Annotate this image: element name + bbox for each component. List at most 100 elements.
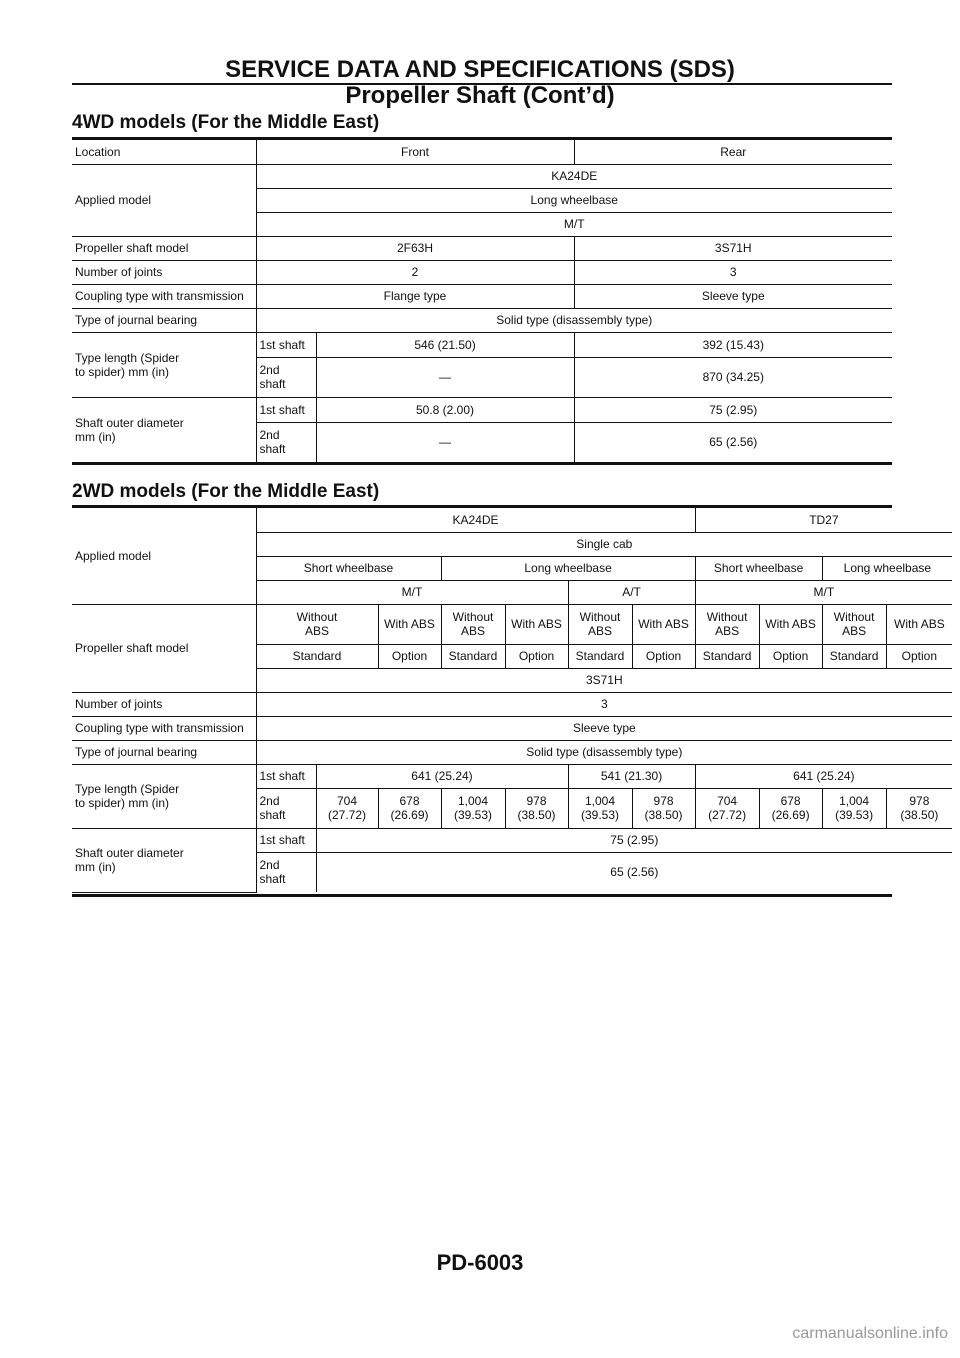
section-title-4wd: 4WD models (For the Middle East) bbox=[72, 112, 380, 133]
table-cell: KA24DE bbox=[255, 508, 696, 533]
cell-line: (38.50) bbox=[900, 808, 939, 822]
table-row: Shaft outer diameter mm (in) 1st shaft 7… bbox=[72, 827, 953, 893]
page-code: PD-6003 bbox=[436, 1250, 524, 1275]
table-cell: Standard bbox=[821, 643, 887, 669]
section-rule-2wd-bottom bbox=[72, 894, 892, 897]
row-label: Coupling type with transmission bbox=[72, 283, 256, 309]
cell-line: Without bbox=[296, 610, 338, 624]
cell-line: 1,004 bbox=[457, 794, 489, 808]
page-header-subtitle: Propeller Shaft (Cont’d) bbox=[345, 82, 615, 109]
row-label: Location bbox=[72, 140, 256, 165]
cell-line: ABS bbox=[842, 624, 867, 638]
table-cell: 2 bbox=[255, 259, 575, 285]
table-cell: 392 (15.43) bbox=[573, 331, 893, 358]
cell-line: 678 bbox=[399, 794, 420, 808]
table-row: Number of joints 2 3 bbox=[72, 259, 893, 285]
table-cell: KA24DE bbox=[255, 163, 893, 189]
sub-label: 1st shaft bbox=[255, 827, 316, 853]
table-cell: 978(38.50) bbox=[885, 787, 953, 829]
spec-table-2wd: Applied model KA24DE TD27 Single cab Sho… bbox=[72, 508, 953, 893]
table-cell: 978(38.50) bbox=[631, 787, 696, 829]
table-row: Type of journal bearing Solid type (disa… bbox=[72, 307, 893, 333]
row-label: Propeller shaft model bbox=[72, 603, 256, 693]
table-row: Number of joints 3 bbox=[72, 691, 953, 717]
table-cell: 1,004(39.53) bbox=[821, 787, 887, 829]
table-row: 2nd shaft 65 (2.56) bbox=[72, 851, 953, 892]
table-cell: 65 (2.56) bbox=[573, 421, 893, 462]
table-cell: Short wheelbase bbox=[255, 555, 441, 581]
table-cell: 75 (2.95) bbox=[315, 827, 953, 853]
cell-line: (38.50) bbox=[644, 808, 683, 822]
table-cell: A/T bbox=[567, 579, 696, 605]
cell-line: ABS bbox=[460, 624, 485, 638]
row-label: Coupling type with transmission bbox=[72, 715, 256, 741]
table-cell: 978(38.50) bbox=[504, 787, 568, 829]
sub-label: 2nd shaft bbox=[255, 787, 316, 829]
label-line: Type length (Spider bbox=[75, 350, 180, 365]
table-row: Type of journal bearing Solid type (disa… bbox=[72, 739, 953, 765]
table-cell: 3S71H bbox=[255, 667, 953, 693]
cell-line: (38.50) bbox=[517, 808, 556, 822]
section-rule-4wd-bottom bbox=[72, 462, 892, 465]
cell-line: Without bbox=[579, 610, 621, 624]
cell-line: 1,004 bbox=[584, 794, 616, 808]
cell-line: Without bbox=[706, 610, 748, 624]
cell-line: Without bbox=[452, 610, 494, 624]
sub-label: 2nd shaft bbox=[255, 421, 316, 462]
label-line: 2nd bbox=[259, 363, 280, 377]
table-cell: Option bbox=[758, 643, 823, 669]
page-header-title: SERVICE DATA AND SPECIFICATIONS (SDS) bbox=[225, 56, 735, 83]
table-cell: Sleeve type bbox=[255, 715, 953, 741]
table-cell: 546 (21.50) bbox=[315, 331, 575, 358]
table-row: Type length (Spider to spider) mm (in) 1… bbox=[72, 763, 953, 829]
table-cell: 65 (2.56) bbox=[315, 851, 953, 892]
table-row: 3S71H bbox=[72, 667, 953, 693]
table-cell: 1,004(39.53) bbox=[440, 787, 505, 829]
label-line: shaft bbox=[259, 442, 286, 457]
table-cell: 641 (25.24) bbox=[315, 763, 568, 789]
sub-label: 1st shaft bbox=[255, 396, 316, 423]
label-line: shaft bbox=[259, 872, 286, 887]
label-line: Shaft outer diameter bbox=[75, 415, 184, 430]
table-cell: Solid type (disassembly type) bbox=[255, 307, 893, 333]
table-cell: 641 (25.24) bbox=[694, 763, 953, 789]
table-row: Coupling type with transmission Sleeve t… bbox=[72, 715, 953, 741]
table-cell: With ABS bbox=[504, 603, 568, 645]
table-cell: With ABS bbox=[377, 603, 441, 645]
table-row: Shaft outer diameter mm (in) 1st shaft 5… bbox=[72, 396, 893, 463]
row-label: Shaft outer diameter mm (in) bbox=[72, 396, 256, 463]
table-cell: Option bbox=[885, 643, 953, 669]
table-cell: Option bbox=[377, 643, 441, 669]
table-cell: 3 bbox=[573, 259, 893, 285]
table-cell: With ABS bbox=[631, 603, 696, 645]
table-row: Applied model KA24DE bbox=[72, 163, 893, 237]
label-line: mm (in) bbox=[75, 429, 116, 444]
cell-line: (27.72) bbox=[708, 808, 747, 822]
cell-line: 1,004 bbox=[839, 794, 870, 808]
label-line: 2nd bbox=[259, 794, 280, 808]
cell-line: 978 bbox=[653, 794, 674, 808]
table-row: Location Front Rear bbox=[72, 140, 893, 165]
table-cell: Sleeve type bbox=[573, 283, 893, 309]
cell-line: (26.69) bbox=[390, 808, 429, 822]
label-line: 2nd bbox=[259, 858, 280, 873]
table-row: Standard Option Standard Option Standard… bbox=[72, 643, 953, 669]
cell-line: Without bbox=[833, 610, 875, 624]
label-line: Shaft outer diameter bbox=[75, 846, 184, 860]
table-cell: Single cab bbox=[255, 531, 953, 557]
column-header-front: Front bbox=[255, 140, 575, 165]
table-row: 2nd shaft 704(27.72) 678(26.69) 1,004(39… bbox=[72, 787, 953, 829]
table-cell: 2F63H bbox=[255, 235, 575, 261]
sub-label: 2nd shaft bbox=[255, 356, 316, 398]
table-cell: Long wheelbase bbox=[821, 555, 953, 581]
cell-line: (27.72) bbox=[327, 808, 367, 822]
spec-table-4wd: Location Front Rear Applied model KA24DE… bbox=[72, 140, 893, 463]
cell-line: ABS bbox=[715, 624, 740, 638]
table-cell: 3S71H bbox=[573, 235, 893, 261]
table-cell: 50.8 (2.00) bbox=[315, 396, 575, 423]
cell-line: 704 bbox=[336, 794, 358, 808]
row-label: Type length (Spider to spider) mm (in) bbox=[72, 331, 256, 398]
table-cell: With ABS bbox=[885, 603, 953, 645]
